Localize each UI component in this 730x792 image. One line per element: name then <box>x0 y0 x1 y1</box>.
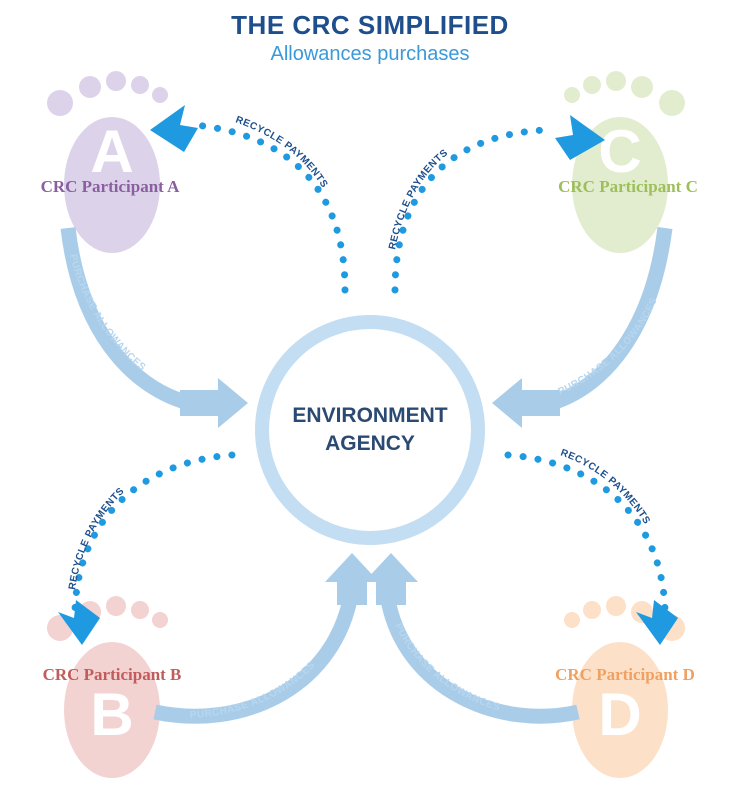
participant-a-label: CRC Participant A <box>41 177 181 196</box>
recycle-label-a: RECYCLE PAYMENTS <box>234 114 330 190</box>
purchase-band-c <box>552 227 673 410</box>
recycle-label-b: RECYCLE PAYMENTS <box>67 486 127 591</box>
purchase-arrow-c-icon <box>492 378 560 428</box>
recycle-dots-c <box>391 126 549 294</box>
recycle-arrow-c-icon <box>555 115 605 160</box>
recycle-dots-a <box>191 121 349 294</box>
purchase-label-c: PURCHASE ALLOWANCES <box>557 296 660 398</box>
participant-c-letter: C <box>598 118 641 185</box>
center-label-line2: AGENCY <box>325 432 415 455</box>
recycle-arrow-b-icon <box>58 600 100 645</box>
recycle-label-c: RECYCLE PAYMENTS <box>387 147 450 250</box>
participant-c-label: CRC Participant C <box>558 177 698 196</box>
purchase-band-b <box>153 598 358 724</box>
center-label-line1: ENVIRONMENT <box>292 404 447 427</box>
environment-agency-circle <box>255 315 485 545</box>
recycle-arrow-a-icon <box>150 105 198 152</box>
participant-d-label: CRC Participant D <box>555 665 695 684</box>
purchase-band-d <box>380 598 580 724</box>
purchase-band-a <box>60 227 188 410</box>
recycle-dots-d <box>504 451 669 614</box>
purchase-label-d: PURCHASE ALLOWANCES <box>392 622 501 714</box>
participant-d-letter: D <box>598 681 641 748</box>
purchase-arrow-b-icon <box>325 553 379 605</box>
participant-a-letter: A <box>90 118 133 185</box>
diagram-subtitle: Allowances purchases <box>271 43 470 65</box>
purchase-label-a: PURCHASE ALLOWANCES <box>67 253 148 373</box>
purchase-arrow-a-icon <box>180 378 248 428</box>
recycle-arrow-d-icon <box>636 600 678 645</box>
recycle-dots-b <box>71 451 236 614</box>
diagram-title: THE CRC SIMPLIFIED <box>231 10 509 40</box>
participant-b-letter: B <box>90 681 133 748</box>
participant-b-label: CRC Participant B <box>43 665 182 684</box>
purchase-arrow-d-icon <box>364 553 418 605</box>
